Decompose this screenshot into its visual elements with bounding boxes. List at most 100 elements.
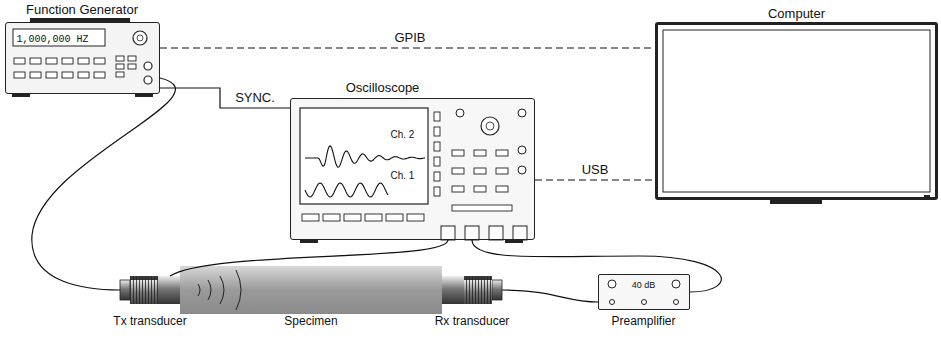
function-generator-art-part — [144, 62, 152, 70]
art-def-part — [116, 56, 124, 61]
art-def-part — [94, 72, 105, 78]
cable-label: USB — [579, 163, 612, 178]
preamplifier-art-part — [642, 300, 647, 305]
art-def-part — [434, 127, 440, 136]
signal-cable — [170, 240, 448, 276]
art-def-part — [452, 150, 464, 156]
oscilloscope-art-part — [489, 226, 503, 240]
art-def-part — [46, 58, 57, 64]
art-def-part — [94, 58, 105, 64]
art-def-part — [452, 168, 464, 174]
art-def-part — [62, 72, 73, 78]
transducer-art-part — [130, 276, 158, 304]
art-def-part — [14, 58, 25, 64]
specimen-art-part — [180, 266, 442, 314]
oscilloscope-art — [290, 98, 535, 243]
data-cable — [535, 179, 655, 180]
art-def-part — [14, 72, 25, 78]
node-label: Oscilloscope — [346, 81, 420, 96]
preamplifier-art-part — [598, 274, 690, 310]
preamplifier-art-part — [608, 280, 616, 288]
computer-art-part — [770, 200, 822, 204]
function-generator-art-part — [133, 31, 147, 45]
function-generator-art-part — [135, 94, 153, 97]
node-text: Ch. 2 — [391, 129, 415, 141]
function-generator-art — [5, 18, 160, 97]
computer-art-part — [663, 30, 930, 192]
computer-art — [655, 22, 938, 204]
art-def-part — [434, 142, 440, 151]
transducer-art-part — [442, 276, 464, 304]
art-def-part — [407, 214, 424, 221]
transducer: Rx transducer — [442, 276, 502, 304]
oscilloscope-art-part — [481, 117, 499, 135]
node-label: Computer — [768, 7, 825, 22]
oscilloscope-art-part — [518, 166, 526, 174]
art-def-part — [365, 214, 382, 221]
transducer-art-part — [464, 276, 492, 304]
node-text: 40 dB — [632, 280, 656, 290]
oscilloscope-art-part — [441, 226, 455, 240]
transducer: Tx transducer — [120, 276, 180, 304]
signal-cable — [472, 240, 721, 292]
preamplifier-art-part — [610, 300, 615, 305]
art-def-part — [344, 214, 361, 221]
oscilloscope-art-part — [486, 122, 494, 130]
art-def-part — [78, 72, 89, 78]
function-generator-art-part — [5, 22, 160, 94]
oscilloscope-art-part — [505, 240, 523, 243]
node-text: 1,000,000 HZ — [17, 34, 89, 46]
node-label: Tx transducer — [113, 315, 186, 329]
art-def — [302, 112, 512, 221]
oscilloscope-art-part — [513, 226, 527, 240]
art-def-part — [46, 72, 57, 78]
art-def-part — [474, 168, 486, 174]
signal-cable — [160, 88, 290, 108]
function-generator-art-part — [137, 35, 143, 41]
data-cable — [160, 47, 655, 48]
art-def-part — [78, 58, 89, 64]
function-generator-art-part — [12, 94, 30, 97]
signal-cable — [32, 78, 176, 290]
oscilloscope-art-part — [305, 183, 388, 197]
oscilloscope-art-part — [300, 240, 318, 243]
cable-label: GPIB — [391, 31, 428, 46]
transducer-art-part — [120, 280, 130, 300]
amplifier-box: Preamplifier40 dB — [598, 274, 690, 310]
art-def-part — [474, 150, 486, 156]
art-def-part — [496, 186, 508, 192]
oscilloscope-art-part — [305, 146, 425, 168]
node-label: Specimen — [284, 315, 337, 329]
art-def-part — [302, 214, 319, 221]
signal-cable — [502, 290, 598, 302]
art-def-part — [474, 186, 486, 192]
preamplifier-art-part — [672, 280, 680, 288]
specimen-art-part — [198, 270, 241, 310]
specimen-bar: Specimen — [180, 266, 442, 314]
art-def-part — [434, 112, 440, 121]
art-def-part — [434, 187, 440, 196]
transducer-art-part — [492, 280, 502, 300]
oscilloscope-art-part — [518, 146, 526, 154]
preamplifier-art-part — [674, 300, 679, 305]
art-def-part — [452, 186, 464, 192]
node-label: Function Generator — [26, 3, 138, 18]
art-def-part — [116, 64, 124, 69]
art-def-part — [496, 168, 508, 174]
cable-label: SYNC. — [232, 91, 278, 106]
oscilloscope-art-part — [465, 226, 479, 240]
art-def-part — [496, 150, 508, 156]
art-def-part — [128, 56, 136, 61]
instrument-box: Function Generator1,000,000 HZ — [5, 22, 160, 94]
monitor-box: Computer — [655, 22, 938, 200]
art-def-part — [62, 58, 73, 64]
art-def-part — [128, 64, 136, 69]
computer-art-part — [655, 22, 938, 200]
oscilloscope-art-part — [300, 108, 428, 204]
art-def-part — [434, 172, 440, 181]
node-label: Rx transducer — [435, 315, 510, 329]
art-def-part — [116, 72, 124, 77]
